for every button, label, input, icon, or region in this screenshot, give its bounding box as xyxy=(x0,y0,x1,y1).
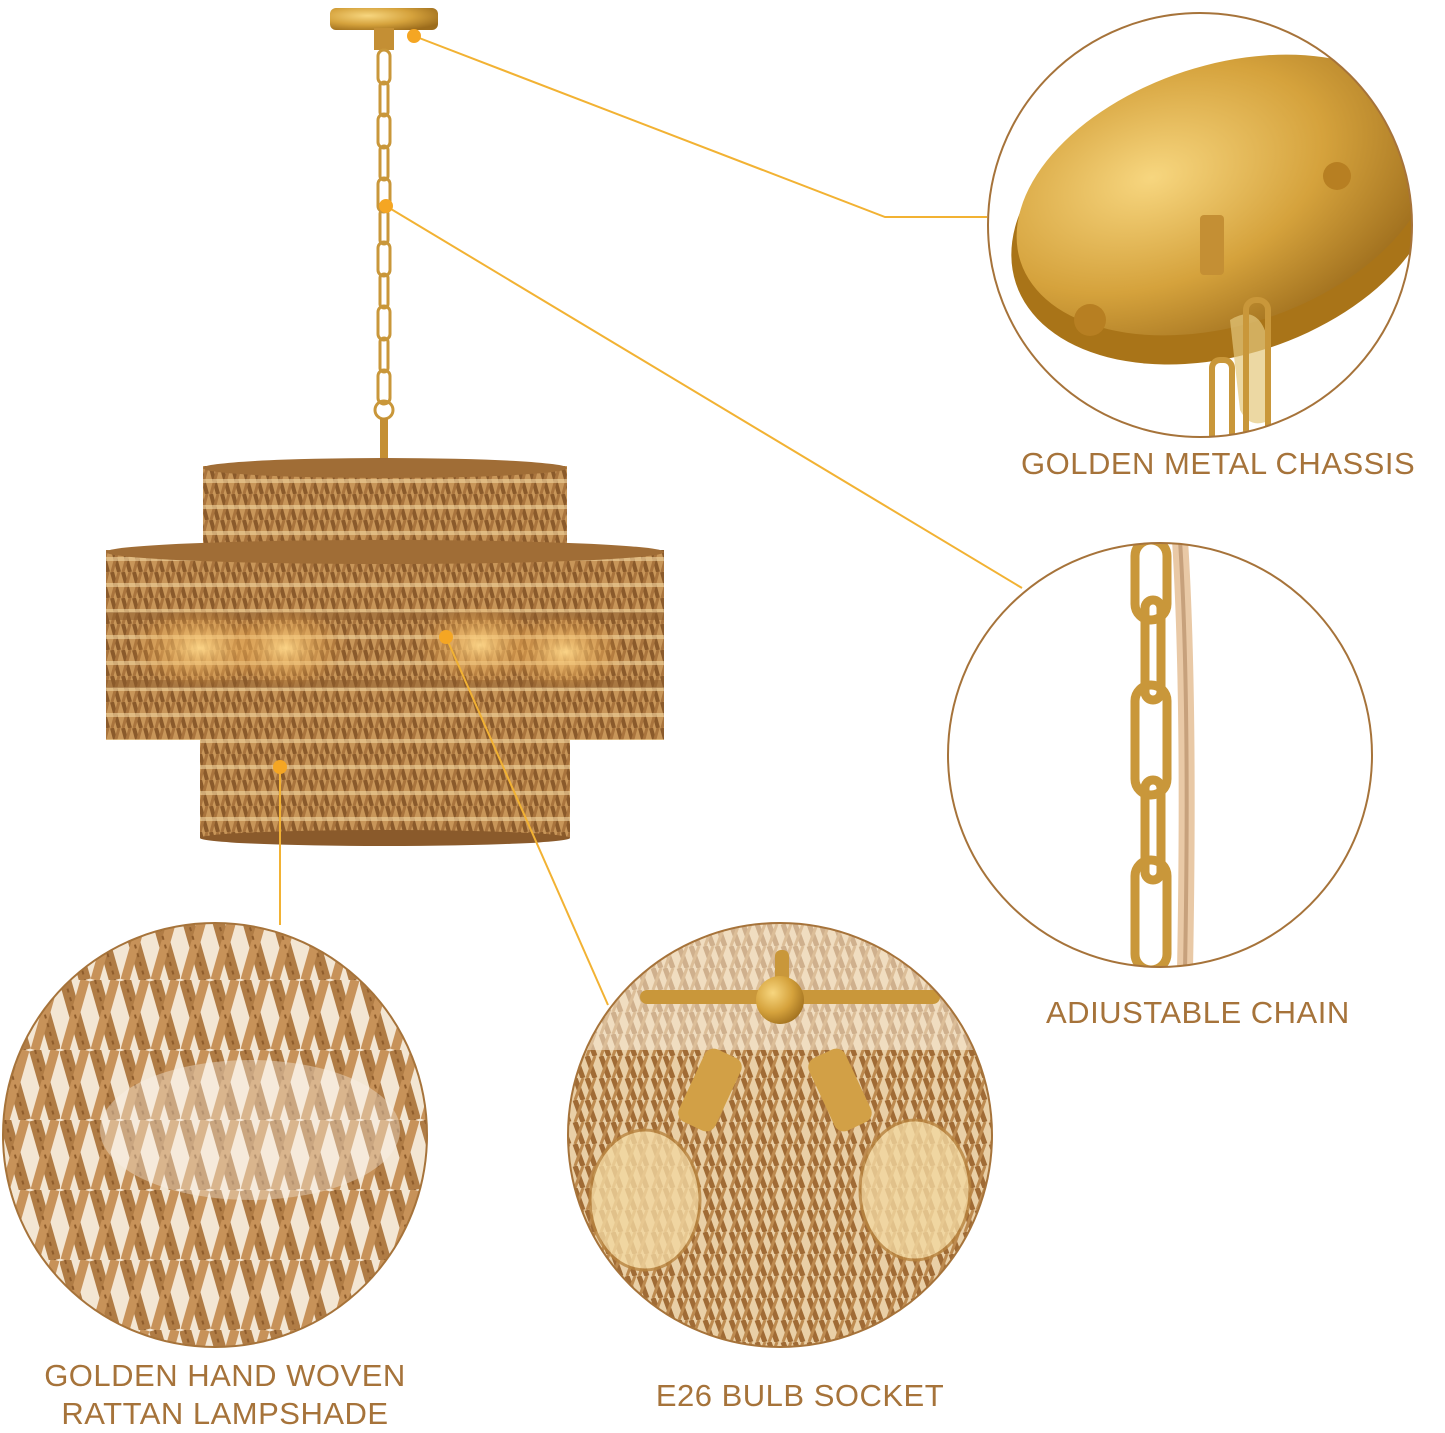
detail-circle-socket xyxy=(567,922,993,1348)
label-lampshade-line2: RATTAN LAMPSHADE xyxy=(61,1396,389,1431)
callout-dot-socket xyxy=(439,630,453,644)
callout-dot-lampshade xyxy=(273,760,287,774)
detail-circle-lampshade xyxy=(2,922,428,1348)
canopy xyxy=(330,8,438,50)
callout-dots xyxy=(273,29,453,774)
label-adjustable-chain: ADIUSTABLE CHAIN xyxy=(1046,995,1350,1030)
main-chain xyxy=(373,48,395,421)
label-e26-bulb-socket: E26 BULB SOCKET xyxy=(655,1378,945,1413)
detail-circle-chain xyxy=(947,542,1373,968)
callout-dot-chassis xyxy=(407,29,421,43)
down-rod xyxy=(380,418,388,464)
main-lampshade xyxy=(106,458,664,846)
callout-dot-chain xyxy=(379,199,393,213)
label-lampshade-line1: GOLDEN HAND WOVEN xyxy=(44,1358,406,1393)
label-golden-metal-chassis: GOLDEN METAL CHASSIS xyxy=(1021,446,1416,481)
detail-circle-chassis xyxy=(987,12,1413,438)
callout-lines xyxy=(279,35,1023,1006)
